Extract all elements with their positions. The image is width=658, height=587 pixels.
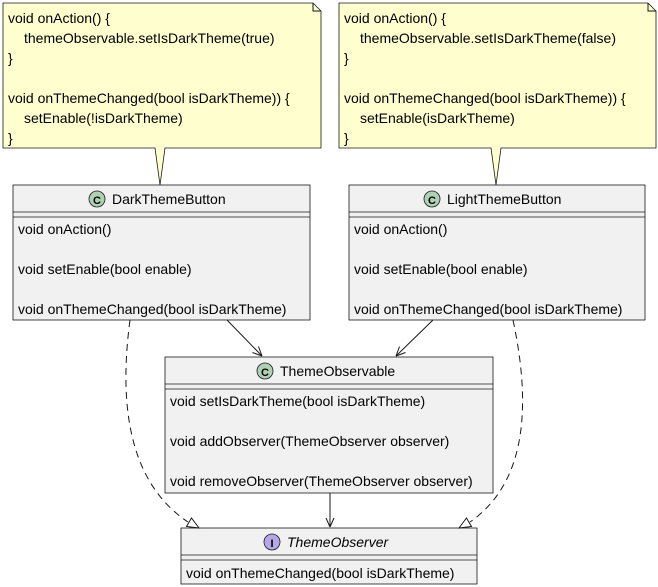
class-stereotype-icon	[423, 190, 441, 208]
dark-theme-button-class: C DarkThemeButton void onAction() void s…	[12, 184, 311, 321]
dark-theme-button-note: void onAction() { themeObservable.setIsD…	[2, 2, 322, 186]
class-name: ThemeObservable	[280, 363, 395, 379]
class-stereotype-letter: C	[93, 195, 101, 207]
class-method: void onThemeChanged(bool isDarkTheme)	[354, 301, 622, 317]
realization-triangle-icon	[185, 517, 201, 529]
theme-observable-class: C ThemeObservable void setIsDarkTheme(bo…	[164, 356, 494, 494]
interface-stereotype-letter: I	[270, 538, 273, 550]
light-theme-button-class: C LightThemeButton void onAction() void …	[348, 184, 646, 321]
interface-method: void onThemeChanged(bool isDarkTheme)	[186, 565, 454, 581]
note-line: }	[8, 130, 13, 146]
arrowhead-icon	[325, 517, 335, 528]
note-line: }	[344, 50, 349, 66]
note-line: void onAction() {	[344, 10, 446, 26]
note-line: }	[344, 130, 349, 146]
note-line: themeObservable.setIsDarkTheme(true)	[24, 30, 275, 46]
note-line: themeObservable.setIsDarkTheme(false)	[360, 30, 616, 46]
class-method: void onThemeChanged(bool isDarkTheme)	[18, 301, 286, 317]
dark-to-observable-arrow	[226, 319, 263, 357]
realization-triangle-icon	[457, 517, 473, 529]
theme-observer-interface: I ThemeObserver void onThemeChanged(bool…	[180, 527, 478, 585]
class-method: void setIsDarkTheme(bool isDarkTheme)	[170, 393, 425, 409]
interface-name: ThemeObserver	[287, 534, 389, 550]
class-method: void onAction()	[354, 221, 447, 237]
class-stereotype-letter: C	[261, 367, 269, 379]
dark-realizes-observer-arrow	[125, 319, 201, 529]
class-name: DarkThemeButton	[112, 191, 226, 207]
light-to-observable-arrow	[395, 319, 434, 357]
note-line: setEnable(isDarkTheme)	[360, 110, 515, 126]
class-name: LightThemeButton	[447, 191, 561, 207]
observable-to-observer-arrow	[325, 493, 335, 528]
class-method: void removeObserver(ThemeObserver observ…	[170, 473, 473, 489]
arrowhead-icon	[395, 346, 406, 357]
light-realizes-observer-arrow	[457, 319, 524, 529]
class-method: void setEnable(bool enable)	[354, 261, 528, 277]
class-stereotype-letter: C	[428, 195, 436, 207]
interface-stereotype-icon	[263, 533, 281, 551]
note-line: }	[8, 50, 13, 66]
note-line: void onAction() {	[8, 10, 110, 26]
note-line: void onThemeChanged(bool isDarkTheme)) {	[344, 90, 626, 106]
class-method: void addObserver(ThemeObserver observer)	[170, 433, 449, 449]
light-theme-button-note: void onAction() { themeObservable.setIsD…	[338, 2, 657, 186]
class-method: void onAction()	[18, 221, 111, 237]
arrowhead-icon	[252, 346, 263, 357]
class-stereotype-icon	[256, 362, 274, 380]
class-method: void setEnable(bool enable)	[18, 261, 192, 277]
note-line: void onThemeChanged(bool isDarkTheme)) {	[8, 90, 290, 106]
note-line: setEnable(!isDarkTheme)	[24, 110, 183, 126]
class-stereotype-icon	[88, 190, 106, 208]
